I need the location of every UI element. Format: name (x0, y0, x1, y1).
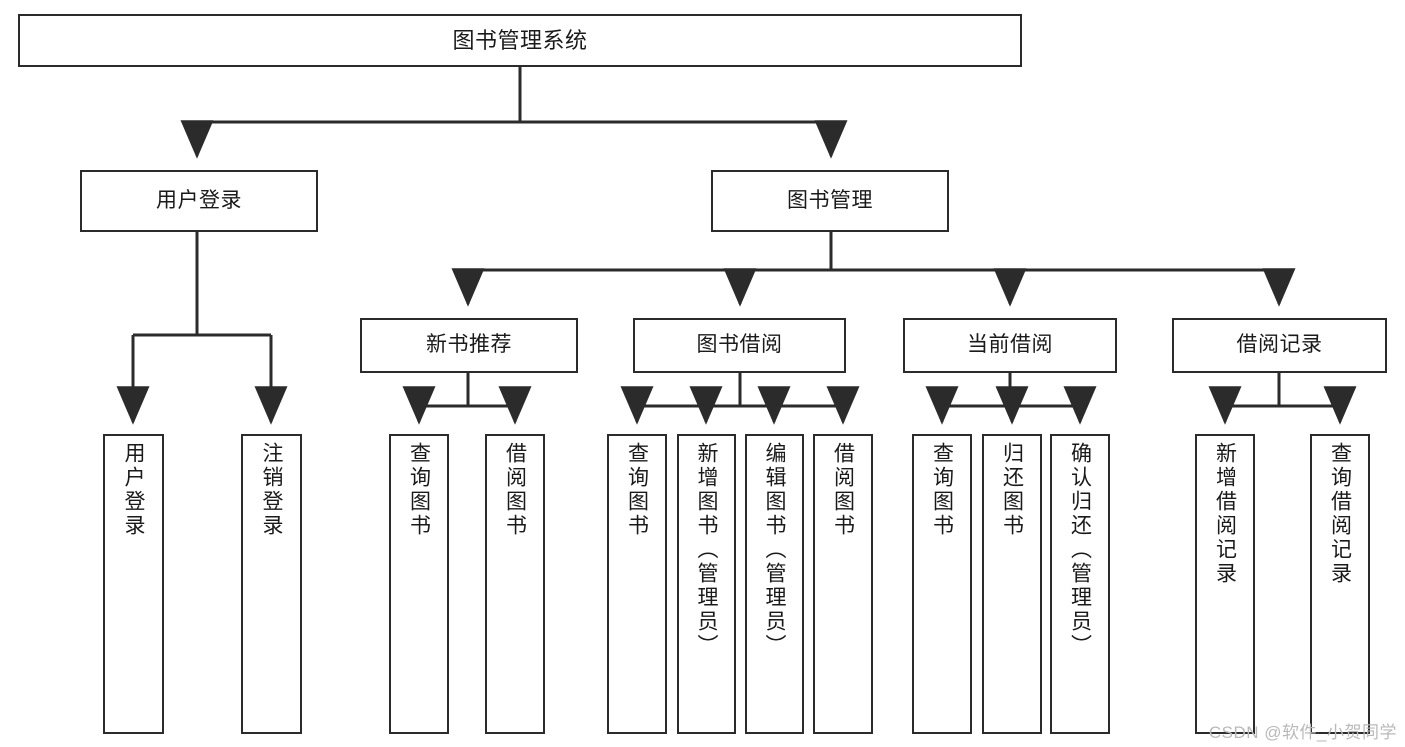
leaf-user-logout[interactable]: 注销登录 (241, 434, 302, 734)
node-label: 借阅图书 (503, 442, 527, 538)
node-label: 查询图书 (407, 442, 431, 538)
watermark: CSDN @软件_小贺同学 (1208, 723, 1397, 742)
node-label: 注销登录 (260, 442, 283, 538)
leaf-return-book[interactable]: 归还图书 (982, 434, 1042, 734)
leaf-query-book-recommend[interactable]: 查询图书 (389, 434, 449, 734)
node-root-system[interactable]: 图书管理系统 (18, 14, 1022, 67)
leaf-query-book-borrow[interactable]: 查询图书 (607, 434, 667, 734)
node-new-book-recommend[interactable]: 新书推荐 (360, 318, 578, 373)
node-book-borrow[interactable]: 图书借阅 (633, 318, 846, 373)
node-book-management[interactable]: 图书管理 (711, 170, 949, 232)
node-label: 查询图书 (930, 442, 954, 538)
leaf-borrow-book[interactable]: 借阅图书 (813, 434, 873, 734)
node-label: 查询借阅记录 (1328, 442, 1352, 586)
leaf-query-borrow-record[interactable]: 查询借阅记录 (1310, 434, 1370, 734)
leaf-edit-book-admin[interactable]: 编辑图书（管理员） (745, 434, 804, 734)
leaf-add-borrow-record[interactable]: 新增借阅记录 (1195, 434, 1255, 734)
node-label: 借阅图书 (831, 442, 855, 538)
node-label: 确认归还（管理员） (1068, 442, 1092, 658)
node-label: 当前借阅 (967, 333, 1053, 357)
node-current-borrow[interactable]: 当前借阅 (903, 318, 1117, 373)
node-borrow-record[interactable]: 借阅记录 (1172, 318, 1387, 373)
node-label: 新增借阅记录 (1213, 442, 1237, 586)
leaf-user-login[interactable]: 用户登录 (103, 434, 164, 734)
node-user-login[interactable]: 用户登录 (80, 170, 318, 232)
node-label: 图书借阅 (696, 333, 783, 357)
node-label: 用户登录 (156, 188, 242, 212)
leaf-query-book-current[interactable]: 查询图书 (912, 434, 972, 734)
node-label: 编辑图书（管理员） (763, 442, 786, 658)
node-label: 用户登录 (122, 442, 145, 538)
node-label: 新增图书（管理员） (695, 442, 718, 658)
node-label: 借阅记录 (1236, 333, 1323, 357)
leaf-borrow-book-recommend[interactable]: 借阅图书 (485, 434, 545, 734)
node-label: 查询图书 (625, 442, 649, 538)
node-label: 归还图书 (1000, 442, 1024, 538)
node-label: 图书管理 (787, 188, 873, 212)
node-label: 新书推荐 (426, 333, 512, 357)
node-label: 图书管理系统 (452, 27, 588, 53)
leaf-add-book-admin[interactable]: 新增图书（管理员） (677, 434, 736, 734)
leaf-confirm-return-admin[interactable]: 确认归还（管理员） (1050, 434, 1110, 734)
